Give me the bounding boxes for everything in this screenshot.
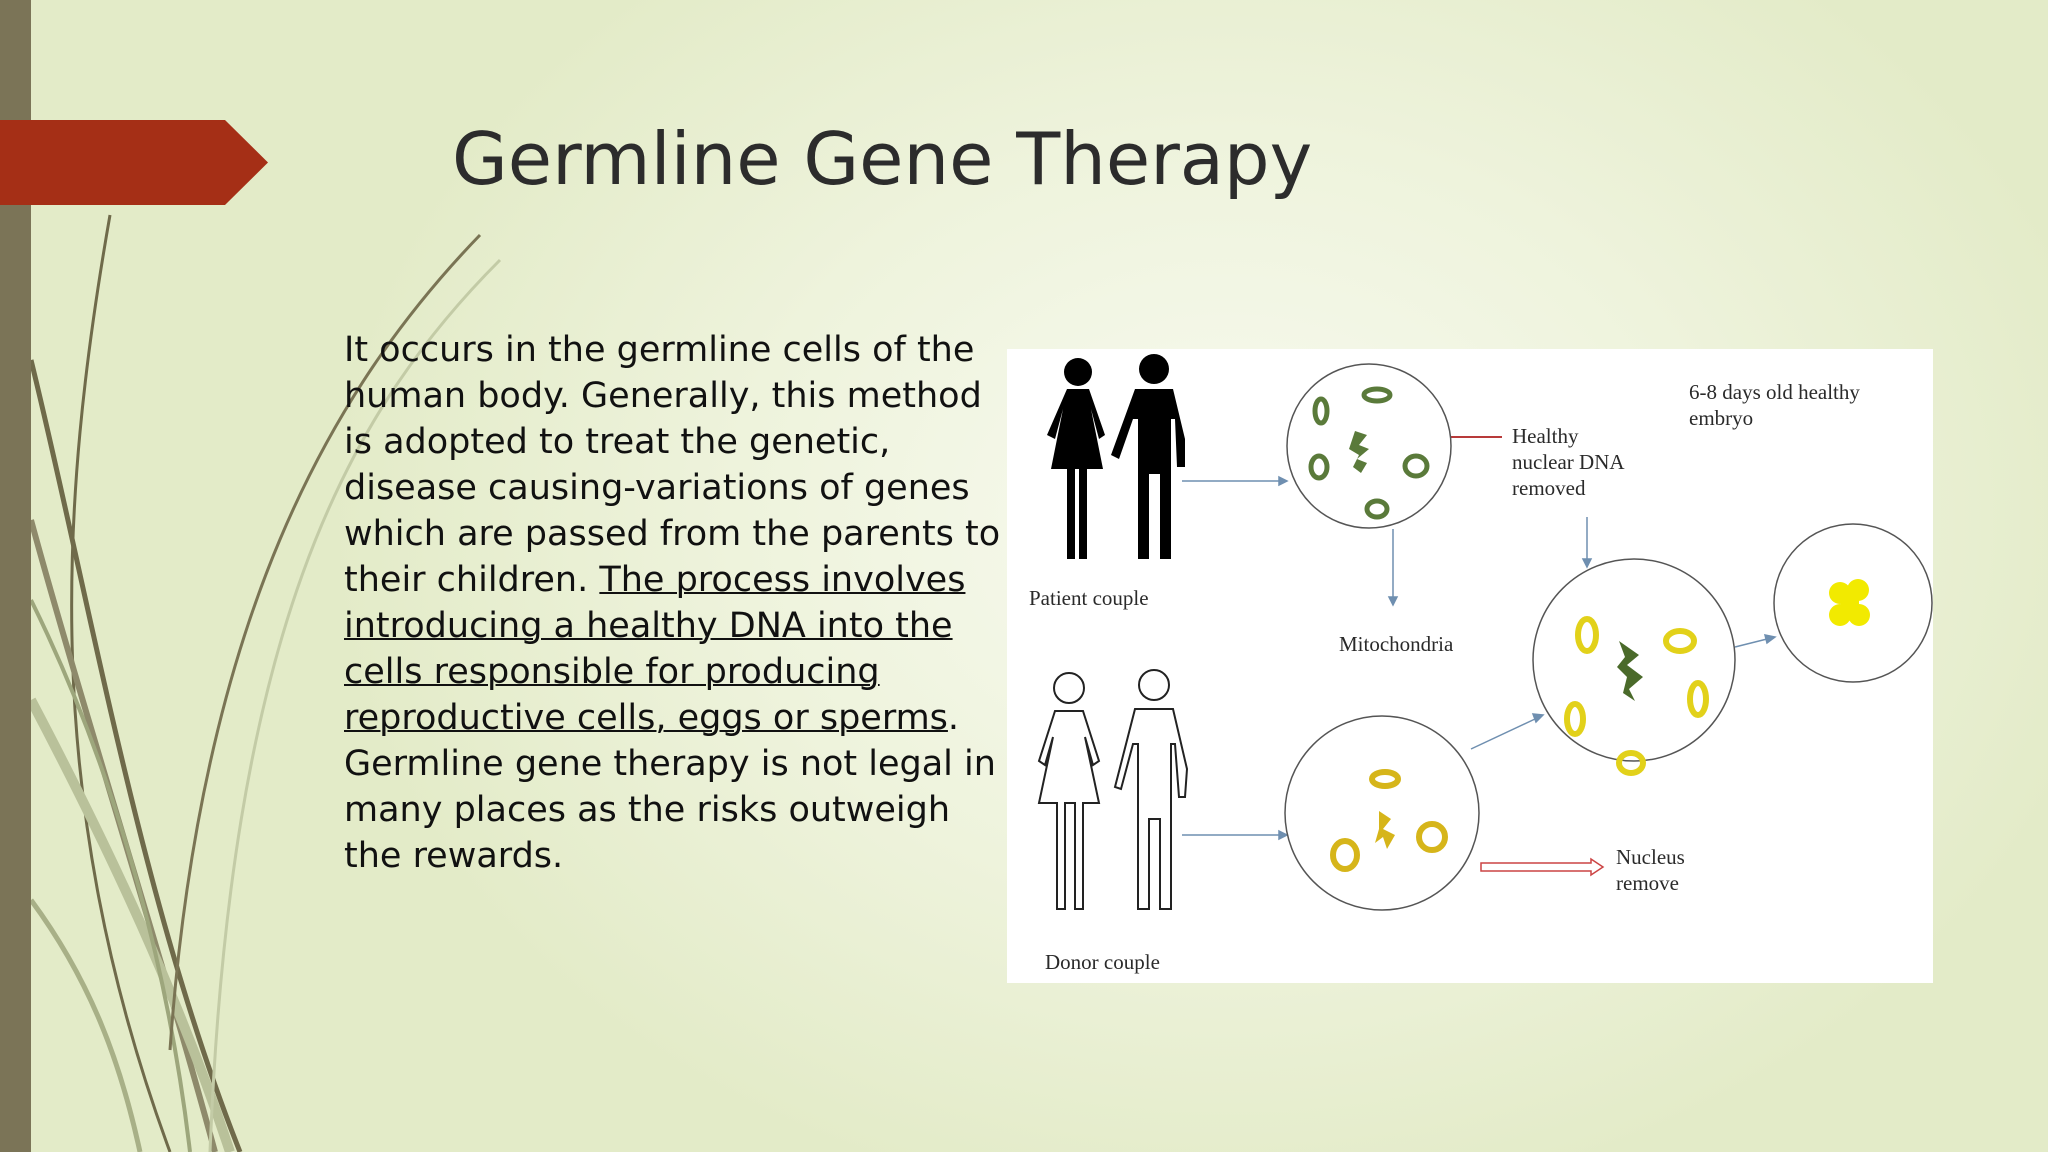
mitochondria-label: Mitochondria: [1339, 632, 1454, 656]
decorative-swoosh: [26, 214, 502, 1152]
nucleus-remove-label: Nucleus remove: [1616, 845, 1685, 895]
embryo-label: 6-8 days old healthy embryo: [1689, 380, 1860, 430]
donor-couple-icon: [1037, 669, 1189, 910]
slide-title: Germline Gene Therapy: [452, 117, 1313, 201]
flow-arrows: [1182, 475, 1777, 841]
body-paragraph: It occurs in the germline cells of the h…: [344, 327, 1004, 879]
body-text-intro: It occurs in the germline cells of the h…: [344, 330, 1001, 600]
reconstructed-egg-cell: [1532, 558, 1736, 776]
donor-egg-cell: [1284, 715, 1480, 911]
patient-egg-cell: [1286, 363, 1452, 529]
patient-couple-icon: [1047, 354, 1185, 559]
donor-couple-label: Donor couple: [1045, 950, 1160, 974]
title-accent-arrow: [0, 120, 268, 205]
healthy-embryo-cell: [1773, 523, 1933, 683]
healthy-dna-removed-label: Healthy nuclear DNA removed: [1512, 424, 1625, 500]
gene-therapy-diagram: Patient couple Donor couple Mitochondria…: [1007, 349, 1933, 983]
body-text-conclusion: . Germline gene therapy is not legal in …: [344, 698, 996, 876]
diagram-graphics: [1037, 354, 1933, 911]
body-text-underlined: The process involves introducing a healt…: [344, 560, 966, 738]
patient-couple-label: Patient couple: [1029, 586, 1149, 610]
nucleus-remove-arrow: [1480, 857, 1605, 877]
